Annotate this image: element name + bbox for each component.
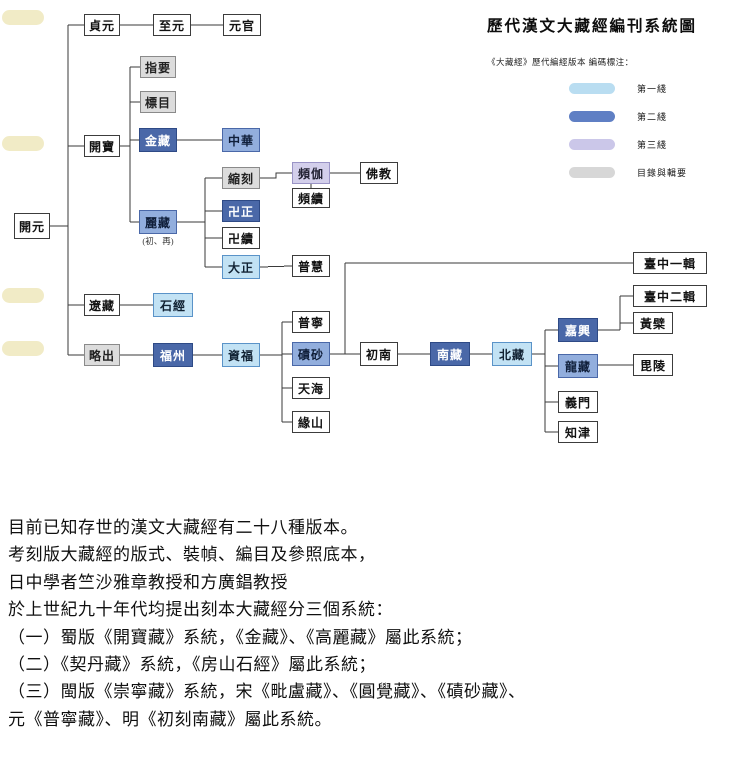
node-zhenyuan: 貞元 (84, 14, 120, 36)
legend-swatch (569, 166, 615, 178)
legend-swatch (569, 138, 615, 150)
node-puhui: 普慧 (292, 255, 330, 277)
text-line: （三）閩版《崇寧藏》系統，宋《毗盧藏》、《圓覺藏》、《磧砂藏》、 (8, 682, 526, 702)
connector (259, 265, 293, 268)
highlight-mark (2, 288, 44, 303)
legend-swatch (569, 82, 615, 94)
highlight-mark (2, 136, 44, 151)
node-zhijin: 知津 (558, 421, 598, 443)
diagram-title: 歷代漢文大藏經編刊系統圖 (487, 18, 698, 35)
node-chunan: 初南 (360, 342, 398, 366)
node-dazheng: 大正 (222, 255, 260, 279)
legend-swatch (569, 110, 615, 122)
node-fuzhou: 福州 (153, 343, 193, 367)
highlight-mark (2, 341, 44, 356)
node-taizhong1: 臺中一輯 (633, 252, 707, 274)
node-beizang: 北藏 (492, 342, 532, 366)
text-line: 於上世紀九十年代均提出刻本大藏經分三個系統： (8, 600, 393, 620)
node-suoke: 縮刻 (222, 167, 260, 189)
node-puning: 普寧 (292, 311, 330, 333)
node-kaibao: 開寶 (84, 135, 120, 157)
node-biaomu: 標目 (140, 91, 176, 113)
node-manxu: 卍續 (222, 227, 260, 249)
node-zhiyao: 指要 (140, 56, 176, 78)
legend-label: 第三綫 (637, 139, 668, 150)
legend-item-1: 第二綫 (487, 102, 735, 130)
node-jinzang: 金藏 (139, 128, 177, 152)
legend-item-2: 第三綫 (487, 130, 735, 158)
node-fojiao: 佛教 (360, 162, 398, 184)
node-yuanshan: 緣山 (292, 411, 330, 433)
node-zhonghua: 中華 (222, 128, 260, 152)
node-luechu: 略出 (84, 344, 120, 366)
connector (260, 172, 292, 179)
legend-label: 目錄與輯要 (637, 167, 688, 178)
canon-systems-diagram: 開元貞元至元元官指要標目開寶金藏中華縮刻頻伽佛教頻續麗藏(初、再)卍正卍續大正普… (2, 10, 735, 443)
text-line: 考刻版大藏經的版式、裝幀、編目及參照底本， (8, 545, 376, 565)
legend-item-3: 目錄與輯要 (487, 158, 735, 186)
text-line: （二）《契丹藏》系統，《房山石經》屬此系統； (8, 655, 376, 675)
node-nanzang: 南藏 (430, 342, 470, 366)
text-line: （一）蜀版《開寶藏》系統，《金藏》、《高麗藏》屬此系統； (8, 627, 473, 647)
node-manzheng: 卍正 (222, 200, 260, 222)
legend-label: 第一綫 (637, 83, 668, 94)
legend-items: 第一綫第二綫第三綫目錄與輯要 (487, 74, 735, 186)
text-line: 日中學者竺沙雅章教授和方廣錩教授 (8, 572, 288, 592)
node-taizhong2: 臺中二輯 (633, 285, 707, 307)
body-text: 目前已知存世的漢文大藏經有二十八種版本。 考刻版大藏經的版式、裝幀、編目及參照底… (8, 514, 735, 733)
node-lizang: 麗藏 (139, 210, 177, 234)
node-shijing: 石經 (153, 293, 193, 317)
highlight-mark (2, 10, 44, 25)
node-liaozang: 遼藏 (84, 294, 120, 316)
node-yimen: 義門 (558, 391, 598, 413)
node-zhiyuan: 至元 (153, 14, 191, 36)
text-line: 元《普寧藏》、明《初刻南藏》屬此系統。 (8, 709, 332, 729)
node-huangbo: 黃檗 (633, 312, 673, 334)
legend: 《大藏經》歷代編經版本 編碼標注： 第一綫第二綫第三綫目錄與輯要 (487, 56, 735, 186)
node-yuanguan: 元官 (223, 14, 261, 36)
legend-label: 第二綫 (637, 111, 668, 122)
node-pinxu: 頻續 (292, 188, 330, 208)
node-piling: 毘陵 (633, 354, 673, 376)
node-jiaxing: 嘉興 (558, 318, 598, 342)
node-zifu: 資福 (222, 343, 260, 367)
connector-lines (50, 24, 633, 433)
node-pinjia: 頻伽 (292, 162, 330, 184)
legend-header: 《大藏經》歷代編經版本 編碼標注： (487, 57, 634, 67)
legend-item-0: 第一綫 (487, 74, 735, 102)
node-kaiyuan: 開元 (14, 213, 50, 239)
node-lizang-sublabel: (初、再) (142, 236, 174, 246)
node-tianhai: 天海 (292, 377, 330, 399)
node-qisha: 磧砂 (292, 342, 330, 366)
node-longzang: 龍藏 (558, 354, 598, 378)
text-line: 目前已知存世的漢文大藏經有二十八種版本。 (8, 518, 358, 537)
